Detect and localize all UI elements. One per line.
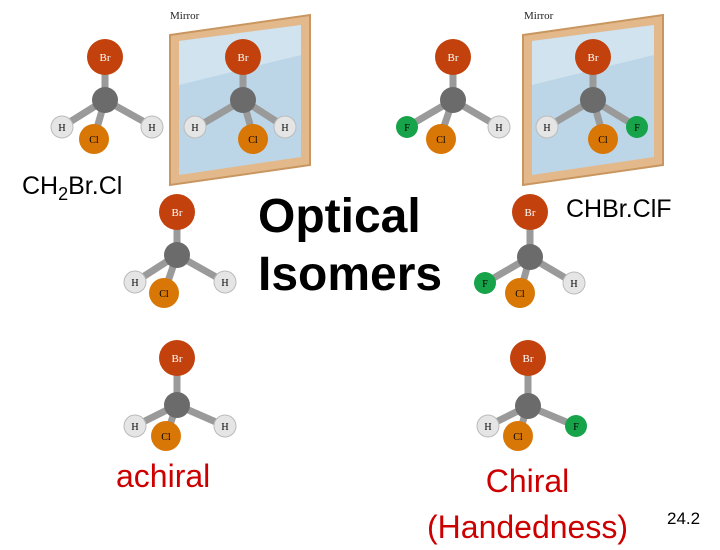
fluorine-atom	[626, 116, 648, 138]
bromine-atom	[159, 194, 195, 230]
hydrogen-atom	[123, 414, 147, 438]
atom-label: Br	[172, 353, 183, 365]
atom-label: Cl	[436, 135, 446, 146]
carbon-atom	[515, 393, 541, 419]
carbon-atom	[230, 87, 256, 113]
atom-label: Cl	[513, 432, 523, 443]
molecule-chiral-non-superimposable: Br H F Cl	[476, 340, 587, 451]
atom-label: F	[573, 422, 579, 433]
atom-label: Cl	[248, 135, 258, 146]
atom-label: Br	[238, 52, 249, 64]
hydrogen-atom	[213, 414, 237, 438]
atom-label: H	[570, 279, 577, 290]
hydrogen-atom	[487, 115, 511, 139]
carbon-atom	[164, 242, 190, 268]
atom-label: F	[482, 279, 488, 290]
label-chiral-line-2: (Handedness)	[427, 509, 628, 545]
carbon-atom	[517, 244, 543, 270]
hydrogen-atom	[140, 115, 164, 139]
mirror-label-left: Mirror	[170, 10, 200, 22]
atom-label: H	[484, 422, 491, 433]
bromine-atom	[87, 39, 123, 75]
molecule-achiral-rotated: Br H H Cl	[123, 194, 237, 308]
hydrogen-atom	[476, 414, 500, 438]
slide-title: Optical Isomers	[258, 188, 442, 304]
atom-label: H	[191, 123, 198, 134]
atom-label: H	[495, 123, 502, 134]
chlorine-atom	[151, 421, 181, 451]
atom-label: H	[221, 422, 228, 433]
carbon-atom	[92, 87, 118, 113]
label-chiral: Chiral (Handedness)	[415, 458, 640, 550]
bromine-atom	[512, 194, 548, 230]
hydrogen-atom	[123, 270, 147, 294]
label-chiral-line-1: Chiral	[485, 463, 570, 499]
atom-label: H	[58, 123, 65, 134]
bromine-atom	[225, 39, 261, 75]
formula-achiral-rest: Br.Cl	[68, 172, 123, 200]
chlorine-atom	[588, 124, 618, 154]
hydrogen-atom	[535, 115, 559, 139]
fluorine-atom	[474, 272, 496, 294]
atom-label: Br	[448, 52, 459, 64]
molecule-achiral-superimposed: Br H H Cl	[123, 340, 237, 451]
atom-label: Br	[523, 353, 534, 365]
atom-label: Cl	[161, 432, 171, 443]
fluorine-atom	[396, 116, 418, 138]
molecule-chiral-mirror-image: Br H F Cl	[535, 39, 648, 154]
atom-label: H	[221, 278, 228, 289]
chlorine-atom	[238, 124, 268, 154]
mirror-label-right: Mirror	[524, 10, 554, 22]
carbon-atom	[164, 392, 190, 418]
chlorine-atom	[426, 124, 456, 154]
formula-chiral: CHBr.ClF	[566, 195, 672, 223]
atom-label: Br	[588, 52, 599, 64]
carbon-atom	[440, 87, 466, 113]
bromine-atom	[159, 340, 195, 376]
hydrogen-atom	[273, 115, 297, 139]
atom-label: Br	[100, 52, 111, 64]
bromine-atom	[435, 39, 471, 75]
formula-achiral-base: CH	[22, 172, 59, 200]
title-line-1: Optical	[258, 190, 421, 243]
atom-label: H	[131, 278, 138, 289]
chlorine-atom	[149, 278, 179, 308]
figure-reference: 24.2	[667, 509, 701, 528]
atom-label: Br	[172, 207, 183, 219]
atom-label: F	[634, 123, 640, 134]
atom-label: H	[281, 123, 288, 134]
formula-achiral-subscript: 2	[58, 184, 69, 204]
carbon-atom	[580, 87, 606, 113]
molecule-chiral-rotated: Br F H Cl	[474, 194, 586, 308]
atom-label: F	[404, 123, 410, 134]
atom-label: Cl	[89, 135, 99, 146]
hydrogen-atom	[50, 115, 74, 139]
atom-label: H	[543, 123, 550, 134]
formula-achiral: CH2Br.Cl	[22, 172, 122, 205]
chlorine-atom	[79, 124, 109, 154]
atom-label: Cl	[515, 289, 525, 300]
atom-label: Br	[525, 207, 536, 219]
atom-label: Cl	[159, 289, 169, 300]
chlorine-atom	[503, 421, 533, 451]
molecule-chiral-original: Br F H Cl	[396, 39, 511, 154]
bromine-atom	[510, 340, 546, 376]
atom-label: H	[148, 123, 155, 134]
atom-label: Cl	[598, 135, 608, 146]
atom-label: H	[131, 422, 138, 433]
chlorine-atom	[505, 278, 535, 308]
bromine-atom	[575, 39, 611, 75]
molecule-achiral-mirror-image: Br H H Cl	[183, 39, 297, 154]
title-line-2: Isomers	[258, 248, 443, 301]
label-achiral: achiral	[116, 458, 211, 494]
fluorine-atom	[565, 415, 587, 437]
hydrogen-atom	[562, 271, 586, 295]
hydrogen-atom	[183, 115, 207, 139]
hydrogen-atom	[213, 270, 237, 294]
molecule-achiral-original: Br H H Cl	[50, 39, 164, 154]
